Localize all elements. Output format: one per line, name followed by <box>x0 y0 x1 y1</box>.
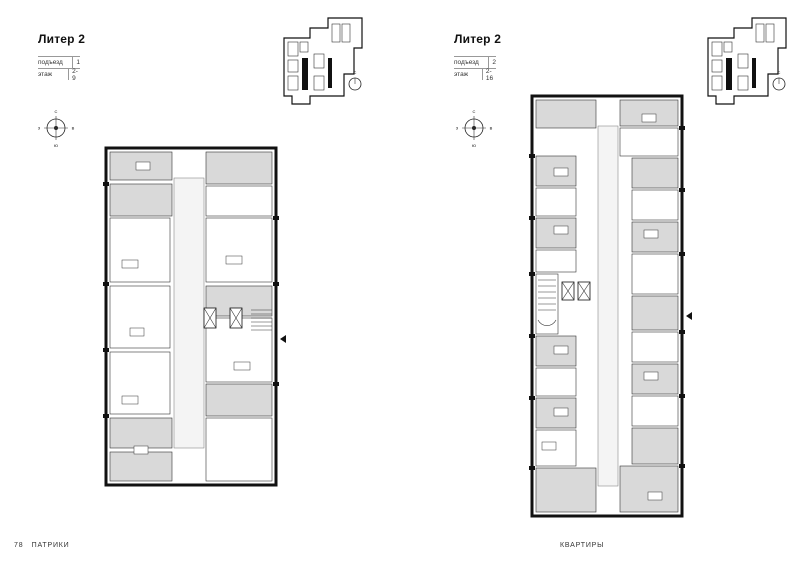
compass-east: В <box>490 126 493 131</box>
floor-plan <box>103 146 279 487</box>
compass-north: С <box>473 109 476 114</box>
entrance-label: подъезд <box>454 59 479 66</box>
page-title: Литер 2 <box>38 32 86 46</box>
entrance-label: подъезд <box>38 59 63 66</box>
footer-title: ПАТРИКИ <box>31 542 70 549</box>
left-page: Литер 2 подъезд 1 этаж 2-9 С Ю З В С <box>14 17 363 549</box>
entrance-arrow-icon <box>686 312 692 320</box>
key-plan-icon: С <box>707 17 787 105</box>
right-page: Литер 2 подъезд 2 этаж 2-16 С Ю З В С <box>400 0 800 563</box>
compass-south: Ю <box>472 143 476 148</box>
key-plan-north: С <box>778 70 781 75</box>
floor-label: этаж <box>38 71 53 78</box>
footer-title: КВАРТИРЫ <box>560 542 605 549</box>
page-title: Литер 2 <box>454 32 502 46</box>
compass-north: С <box>55 109 58 114</box>
compass-icon: С Ю З В <box>38 109 75 148</box>
info-table: подъезд 2 этаж 2-16 <box>454 56 496 82</box>
footer: 78 ПАТРИКИ <box>14 542 69 549</box>
floor-plan <box>529 94 685 518</box>
key-plan-icon: С <box>283 17 363 105</box>
page-number: 78 <box>14 542 24 549</box>
floor-value: 2-16 <box>481 68 496 82</box>
compass-west: З <box>38 126 41 131</box>
key-plan-north: С <box>354 70 357 75</box>
info-table: подъезд 1 этаж 2-9 <box>38 56 80 82</box>
floor-value: 2-9 <box>68 68 80 82</box>
compass-south: Ю <box>54 143 58 148</box>
floor-label: этаж <box>454 71 469 78</box>
compass-east: В <box>72 126 75 131</box>
entrance-value: 1 <box>72 57 80 68</box>
entrance-value: 2 <box>488 57 496 68</box>
compass-west: З <box>456 126 459 131</box>
entrance-arrow-icon <box>280 335 286 343</box>
compass-icon: С Ю З В <box>456 109 493 148</box>
